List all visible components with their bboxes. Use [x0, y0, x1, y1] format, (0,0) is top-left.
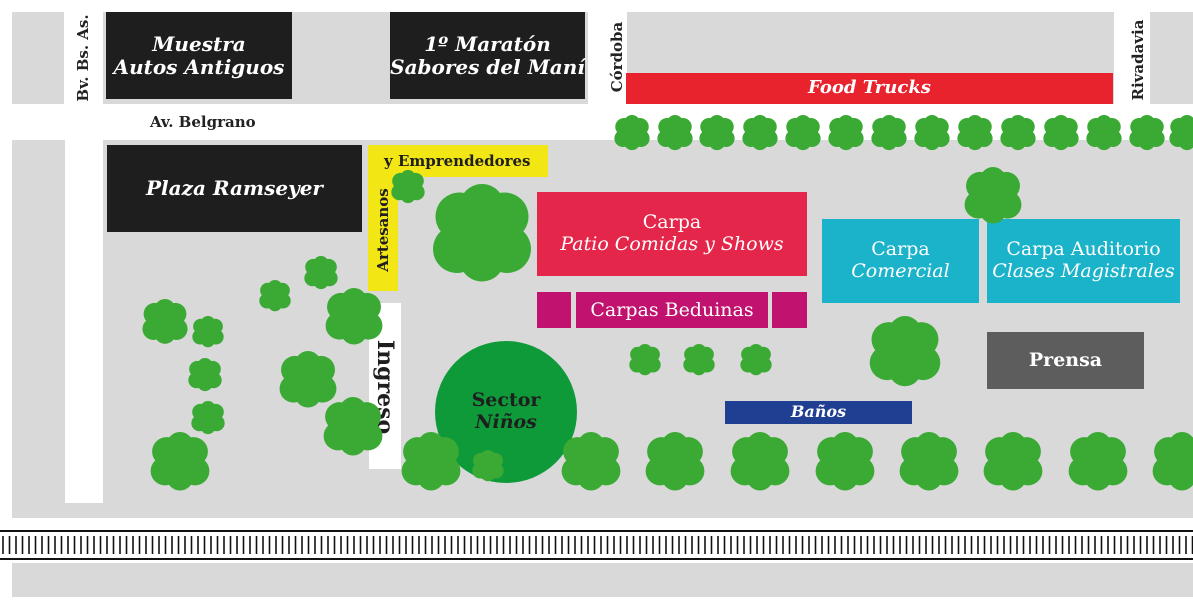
tree-icon	[192, 316, 224, 348]
tree-icon	[815, 432, 875, 491]
area-emprendedores	[368, 145, 548, 177]
block-bottom-strip	[12, 563, 1193, 597]
tree-icon	[983, 432, 1043, 491]
block-left-strip	[12, 140, 65, 503]
beduina-tent-3	[772, 292, 807, 328]
block-top-left	[12, 12, 64, 104]
banos-label: Baños	[790, 402, 847, 422]
area-prensa: Prensa	[987, 332, 1144, 389]
tree-icon	[325, 288, 383, 345]
tree-icon	[1086, 115, 1122, 151]
tree-icon	[191, 401, 225, 435]
street-rivadavia: Rivadavia	[1129, 19, 1147, 101]
muestra-line2: Autos Antiguos	[113, 54, 285, 79]
tree-icon	[699, 115, 735, 151]
tree-icon	[304, 256, 338, 290]
beduina-tent-1	[537, 292, 571, 328]
carpa-comercial-line2: Comercial	[851, 260, 950, 282]
tree-icon	[742, 115, 778, 151]
carpa-comercial-line1: Carpa	[871, 238, 930, 261]
tree-icon	[914, 115, 950, 151]
tree-icon	[433, 184, 531, 282]
tree-icon	[828, 115, 864, 151]
tree-icon	[899, 432, 959, 491]
maraton-line1: 1º Maratón	[424, 31, 551, 56]
tree-icon	[1043, 115, 1079, 151]
area-muestra-autos: Muestra Autos Antiguos	[106, 12, 292, 99]
emprendedores-label: y Emprendedores	[384, 152, 531, 170]
maraton-line2: Sabores del Maní	[390, 54, 585, 79]
plaza-label: Plaza Ramseyer	[146, 176, 323, 200]
street-cordoba: Córdoba	[608, 21, 626, 93]
area-plaza-ramseyer: Plaza Ramseyer	[107, 145, 362, 232]
tree-icon	[279, 351, 337, 408]
carpa-patio-line1: Carpa	[642, 211, 702, 234]
tree-icon	[1068, 432, 1128, 491]
carpa-auditorio-line1: Carpa Auditorio	[1006, 238, 1161, 261]
tree-icon	[323, 397, 383, 456]
block-top-far-right	[1150, 12, 1193, 104]
area-sector-ninos: Sector Niños	[435, 341, 577, 483]
street-bv-bs-as: Bv. Bs. As.	[74, 14, 92, 102]
tree-icon	[869, 316, 941, 387]
area-food-trucks: Food Trucks	[626, 73, 1113, 104]
tree-icon	[1169, 115, 1193, 151]
tree-icon	[259, 280, 291, 312]
tree-icon	[401, 432, 461, 491]
tree-icon	[614, 115, 650, 151]
sector-ninos-line1: Sector	[471, 389, 541, 412]
tree-icon	[657, 115, 693, 151]
area-carpa-auditorio: Carpa Auditorio Clases Magistrales	[987, 219, 1180, 303]
muestra-line1: Muestra	[152, 31, 246, 56]
tree-icon	[142, 299, 188, 344]
prensa-label: Prensa	[1028, 348, 1103, 371]
tree-icon	[472, 450, 504, 482]
block-bottom-band	[12, 503, 103, 518]
area-maraton: 1º Maratón Sabores del Maní	[390, 12, 585, 99]
sector-ninos-line2: Niños	[475, 411, 537, 433]
tree-icon	[629, 344, 661, 376]
food-trucks-label: Food Trucks	[808, 77, 931, 99]
tree-icon	[964, 167, 1022, 224]
beduina-tent-2	[576, 292, 768, 328]
tree-icon	[1000, 115, 1036, 151]
carpa-patio-line2: Patio Comidas y Shows	[560, 233, 784, 255]
tree-icon	[871, 115, 907, 151]
tree-icon	[683, 344, 715, 376]
street-av-belgrano: Av. Belgrano	[150, 113, 256, 131]
tree-icon	[1152, 432, 1193, 491]
tree-icon	[785, 115, 821, 151]
area-carpa-patio: Carpa Patio Comidas y Shows	[537, 192, 807, 276]
tree-icon	[1129, 115, 1165, 151]
tree-icon	[740, 344, 772, 376]
area-banos: Baños	[725, 401, 912, 424]
tree-icon	[645, 432, 705, 491]
carpas-beduinas-label: Carpas Beduinas	[590, 299, 754, 321]
tree-icon	[730, 432, 790, 491]
tree-icon	[150, 432, 210, 491]
area-carpa-comercial: Carpa Comercial	[822, 219, 979, 303]
tree-icon	[188, 358, 222, 392]
tree-icon	[957, 115, 993, 151]
carpa-auditorio-line2: Clases Magistrales	[992, 260, 1175, 282]
tree-icon	[561, 432, 621, 491]
tree-icon	[391, 170, 425, 204]
